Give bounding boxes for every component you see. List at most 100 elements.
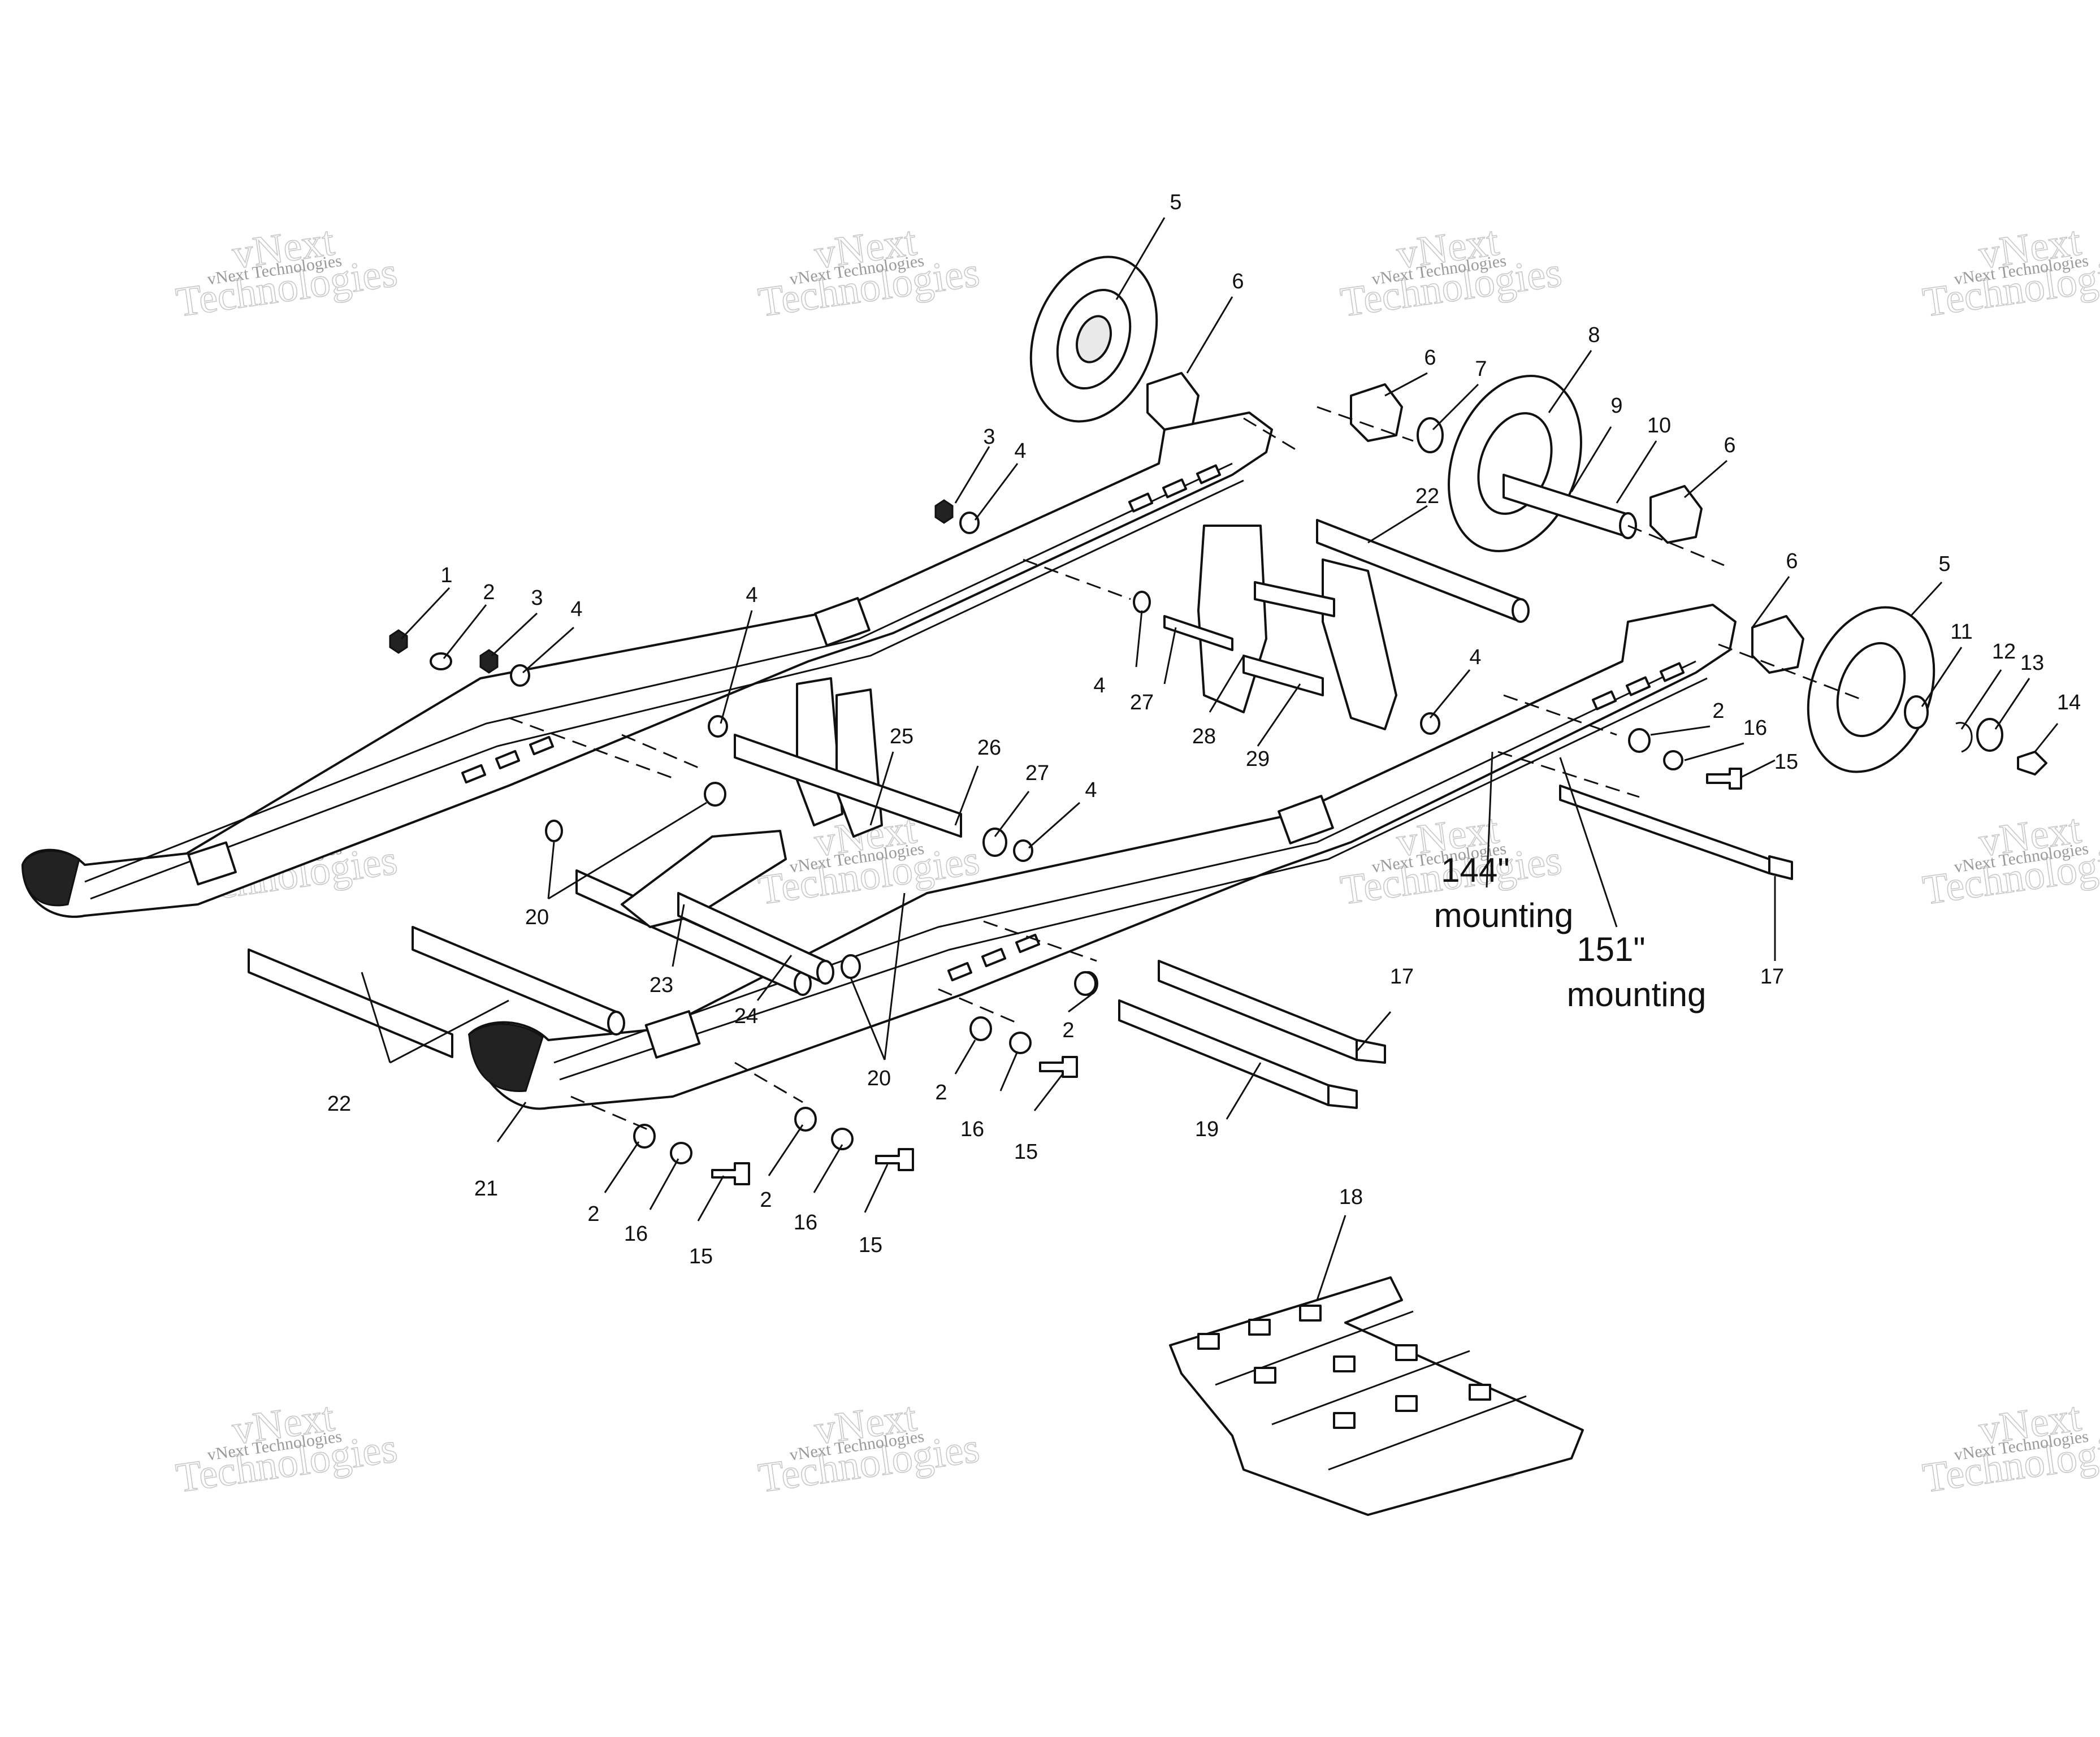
washer-2d [1074,971,1097,996]
washer-4a [510,664,530,687]
washer-4b [959,512,980,534]
washer-2c [969,1016,992,1041]
front-arm-plate-b [835,688,883,838]
watermark-bot-2: Technologies vNext vNext Technologies [755,1393,983,1502]
front-arm-assembly [621,677,1007,985]
washer-2f [794,1107,817,1132]
callout-26: 26 [977,736,1001,760]
nut-3a [479,649,499,674]
callout-16: 16 [1743,716,1767,740]
callout-17: 17 [1760,965,1784,989]
callout-23: 23 [650,973,673,997]
bolt-15d [875,1148,914,1171]
callout-6: 6 [1424,346,1436,370]
callout-18: 18 [1339,1185,1363,1209]
callout-3: 3 [983,425,995,449]
rail-tip-left [21,850,80,907]
callout-20: 20 [867,1067,891,1090]
bolt-15b [1039,1056,1078,1078]
washer-2a [1628,728,1651,753]
callout-6: 6 [1232,270,1244,293]
hardware [389,499,1742,1185]
callout-7: 7 [1475,357,1487,381]
rail-slots-left [461,464,1222,784]
rear-torque-arm [1163,525,1397,730]
callout-13: 13 [2020,651,2044,675]
snap-ring [1955,722,1973,753]
mounting-labels: 144" mounting 151" mounting [1434,851,1707,1013]
callout-15: 15 [1014,1140,1038,1164]
lower-cross-tube-b [412,926,617,1036]
nut-3b [934,499,954,524]
callout-12: 12 [1992,640,2016,664]
callout-11: 11 [1950,620,1972,644]
callout-21: 21 [474,1177,498,1201]
callout-16: 16 [794,1211,817,1234]
washer-16a [1663,750,1683,770]
callout-3: 3 [531,586,543,610]
callout-9: 9 [1610,394,1622,418]
torque-arm-plate-a [1197,525,1267,713]
rail-tip-right [468,1023,544,1092]
callout-19: 19 [1195,1117,1219,1141]
callout-4: 4 [746,583,757,607]
callout-15: 15 [689,1245,713,1268]
callout-5: 5 [1938,552,1950,576]
wheel-block-c [1649,485,1703,544]
callout-28: 28 [1192,725,1216,748]
mounting-151-size: 151" [1577,930,1645,968]
callout-16: 16 [960,1117,984,1141]
callout-4: 4 [1093,674,1105,698]
torque-arm-crossbar [1242,655,1324,696]
washer-16b [1009,1032,1032,1054]
watermark-top-2: Technologies vNext vNext Technologies [755,218,983,327]
lower-cross-tube-a [248,948,453,1058]
spacer-20a [545,820,563,842]
spacer-20c [841,954,861,979]
washer-4c [708,715,728,738]
bolt-15c [711,1162,750,1185]
watermark-mid-4: Technologies vNext vNext Technologies [1920,805,2100,915]
washer-2 [430,652,452,670]
washer-4d [1133,591,1151,613]
mounting-144-size: 144" [1441,851,1509,889]
rail-clip-right-front [644,1010,701,1059]
mounting-151-word: mounting [1567,976,1707,1013]
bolt-15a [1706,768,1742,790]
callout-15: 15 [859,1233,882,1257]
washer-4e [1420,712,1440,735]
callout-14: 14 [2057,691,2081,714]
callout-4: 4 [1469,646,1481,669]
nut-1 [389,629,408,654]
wheel-block-b [1350,383,1403,442]
front-arm-shaft [734,734,962,838]
callout-2: 2 [1712,699,1724,723]
watermark-bot-4: Technologies vNext vNext Technologies [1920,1393,2100,1502]
rail-clip-right [1278,795,1334,844]
leader-lines [361,217,2059,1301]
rail-clip-left-front [187,841,237,886]
washer-2e [633,1124,656,1149]
torque-arm-shaft [1163,615,1233,651]
spacer-20b [704,782,726,807]
left-rail [21,411,1273,918]
callout-2: 2 [760,1188,772,1212]
callout-22: 22 [1415,484,1439,508]
callout-2: 2 [935,1081,947,1104]
callout-6: 6 [1724,434,1735,457]
callout-27: 27 [1130,691,1154,714]
wheel-block-a [1146,372,1200,431]
callout-8: 8 [1588,323,1600,347]
callout-2: 2 [587,1202,599,1226]
front-scissor [621,830,787,928]
callout-5: 5 [1170,190,1181,214]
track-clips [1197,1305,1491,1429]
washer-16d [831,1128,854,1150]
callout-16: 16 [624,1222,648,1246]
watermark-top-4: Technologies vNext vNext Technologies [1920,218,2100,327]
long-bolt-17-right [1559,785,1770,874]
callout-4: 4 [1014,439,1026,463]
callout-27: 27 [1025,761,1049,785]
washer-16c [670,1142,692,1164]
callout-29: 29 [1246,747,1270,771]
